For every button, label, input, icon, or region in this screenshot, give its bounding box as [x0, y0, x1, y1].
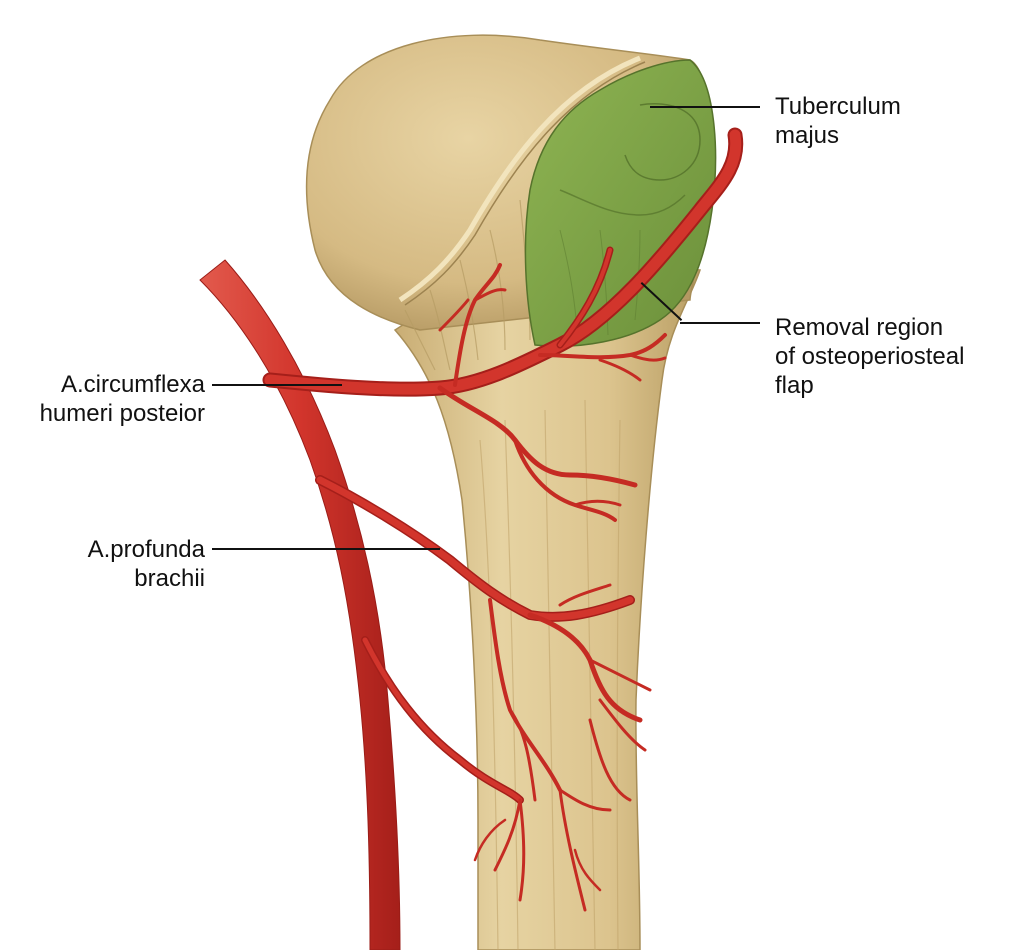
flap-region — [524, 59, 717, 348]
leader-circumflexa — [212, 384, 342, 386]
leader-removal — [680, 322, 760, 324]
leader-tuberculum — [650, 106, 760, 108]
label-circumflexa: A.circumflexa humeri posteior — [39, 371, 205, 427]
label-removal-region: Removal region of osteoperiosteal flap — [775, 314, 965, 399]
label-tuberculum-majus: Tuberculum majus — [775, 93, 901, 149]
label-profunda: A.profunda brachii — [87, 536, 205, 592]
leader-profunda — [212, 548, 440, 550]
humerus-shaft — [393, 249, 702, 950]
brachial-artery — [199, 259, 401, 950]
